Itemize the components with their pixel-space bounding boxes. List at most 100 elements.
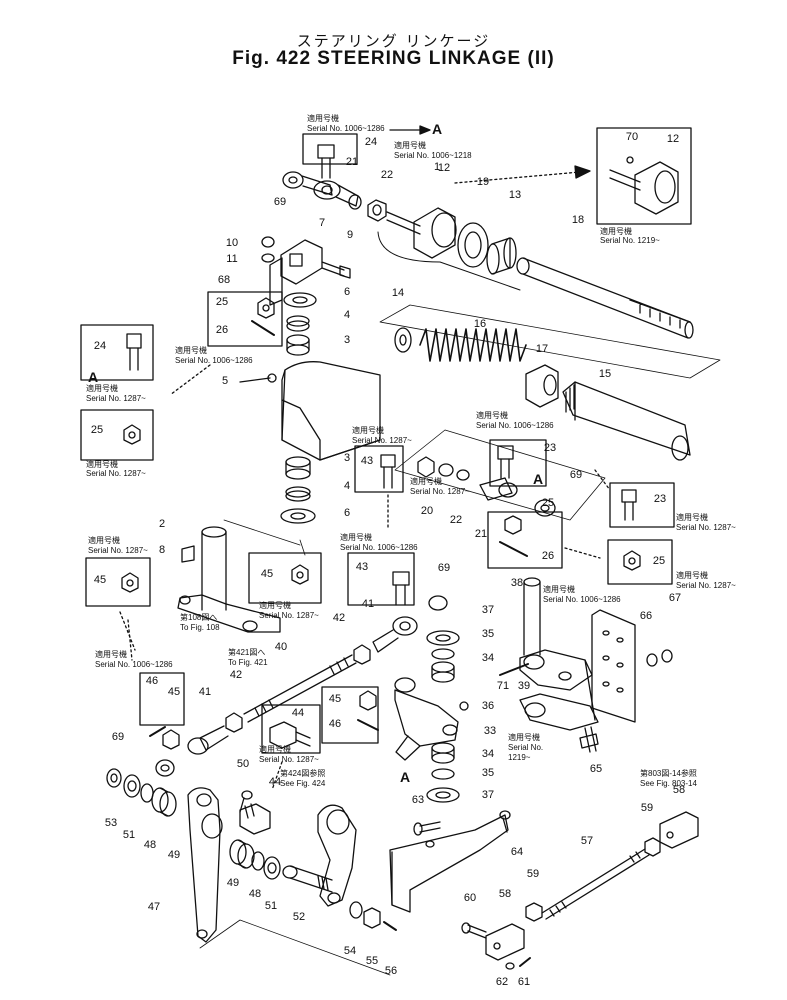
part-bracket-body [281,361,381,461]
part-pin-46-left [149,726,166,737]
leader-dotted-44 [271,761,283,791]
part-collar-13 [486,237,517,275]
note-serial-1286-f: Serial No. 1006~1286 [95,660,173,669]
part-clevis-58-upper [659,811,699,849]
part-rod-end-41-upper [372,595,448,653]
note-jp-10: 適用号機 [676,512,708,522]
note-jp-17: 適用号機 [259,744,291,754]
part-number-label: 23 [544,442,556,454]
ref-fig108: To Fig. 108 [180,623,220,632]
leader-dotted-lower-left [127,619,133,661]
part-bolt-44-inset [269,721,311,749]
part-number-label: 60 [464,892,476,904]
note-serial-1286-b: Serial No. 1006~1286 [175,356,253,365]
part-nut-45-mid [291,564,309,585]
part-number-label: 65 [590,763,602,775]
ref-fig424-jp: 第424図参照 [280,768,325,778]
part-number-label: 53 [105,817,117,829]
note-jp-4: 適用号機 [86,383,118,393]
note-jp-12: 適用号機 [88,535,120,545]
part-nut-25-right [623,550,641,571]
part-nut-10 [261,236,275,263]
part-number-label: 57 [581,835,593,847]
part-number-label: 51 [123,829,135,841]
part-washer-35-lower [431,768,455,780]
part-number-label: 46 [146,675,158,687]
part-washer-4-upper [286,315,310,332]
part-number-label: 21 [346,156,358,168]
part-key-8 [181,545,195,563]
part-number-label: 45 [94,574,106,586]
part-number-label: 49 [227,877,239,889]
detail-box-45-46-center [321,686,379,744]
part-washer-4-mid [285,486,311,502]
part-rod-end-41-lower [155,725,229,777]
part-number-label: 47 [148,901,160,913]
guide-line-small [299,539,306,556]
part-number-label: 6 [344,507,350,519]
part-number-label: 62 [496,976,508,988]
part-number-label: 3 [344,334,350,346]
part-number-label: 6 [344,286,350,298]
part-number-label: 1 [434,161,440,173]
note-serial-1287-g: Serial No. 1287~ [88,546,148,555]
part-rod-end-mid [479,477,556,517]
part-clevis-58-lower [485,923,525,961]
part-bearing-3-mid [285,456,311,480]
ref-fig421: To Fig. 421 [228,658,268,667]
part-pin-26-upper [251,320,275,336]
part-number-label: 67 [669,592,681,604]
part-number-label: 12 [438,162,450,174]
note-serial-1287-d: Serial No. 1287~ [410,487,470,496]
part-number-label: 8 [159,544,165,556]
part-number-label: 22 [450,514,462,526]
part-bolt-43 [380,454,396,489]
part-number-label: 11 [226,253,237,265]
part-number-label: 26 [216,324,228,336]
part-stopper-17 [525,364,559,408]
part-number-label: 69 [570,469,582,481]
part-number-label: 33 [484,725,496,737]
part-pin-71 [499,663,529,676]
note-jp-11: 適用号機 [676,570,708,580]
part-number-label: 25 [91,424,103,436]
detail-box-bolt-23-right [609,482,675,528]
part-nut-22-upper [367,199,387,222]
part-number-label: 70 [626,131,638,143]
part-number-label: 69 [112,731,124,743]
part-number-label: 25 [542,497,554,509]
note-serial-1219-b: 1219~ [508,753,531,762]
detail-box-nut-25-left [80,409,154,461]
note-jp-15: 適用号機 [259,600,291,610]
part-number-label: 68 [218,274,230,286]
part-number-label: 4 [344,480,350,492]
part-bolt-44-lower [239,803,271,835]
part-number-label: 48 [249,888,261,900]
part-number-label: 25 [653,555,665,567]
part-sleeve-12 [386,207,457,259]
ref-fig803: See Fig. 803-14 [640,779,697,788]
part-washer-62 [505,962,515,970]
note-jp-3: 適用号機 [600,226,632,236]
part-number-label: 2 [159,518,165,530]
guide-line-shaft [223,519,301,546]
part-washer-51-left [123,774,141,798]
leader-dotted-mid [564,547,601,559]
part-shaft-2 [177,526,281,633]
part-number-label: 5 [222,375,228,387]
part-pin-61 [519,957,531,967]
part-nut-45-center [359,690,377,711]
part-bearing-34-lower [431,742,455,764]
guide-plane-middle [394,429,606,521]
part-number-label: 58 [499,888,511,900]
note-serial-1287-f: Serial No. 1287~ [676,581,736,590]
note-serial-upper: Serial No. 1006~1286 [307,124,385,133]
part-number-label: 9 [347,229,353,241]
part-number-label: 43 [361,455,373,467]
part-number-label: 18 [572,214,584,226]
detail-box-bolt-24-left [80,324,154,381]
part-nut-25-upper [257,297,275,319]
part-number-label: 4 [344,309,350,321]
note-serial-1219: Serial No. 1219~ [600,236,660,245]
